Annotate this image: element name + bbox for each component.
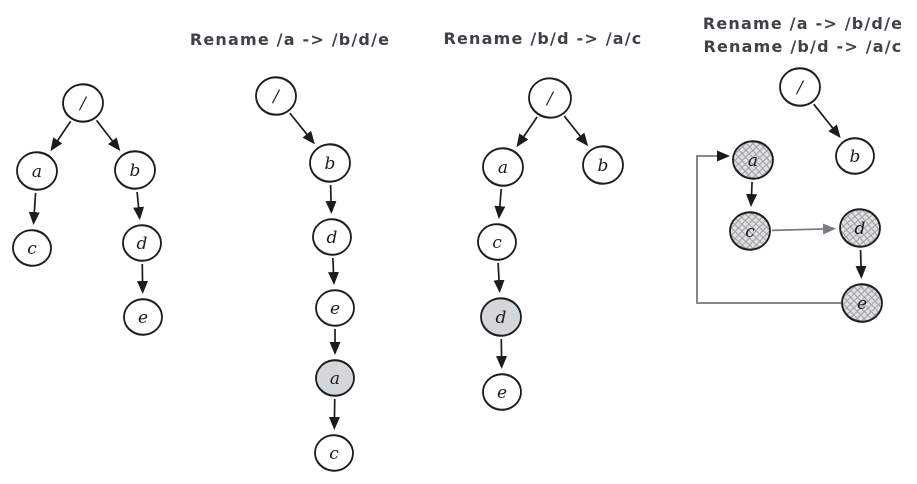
node-rename-bd-to-ac-b: b	[582, 145, 624, 185]
node-label: c	[27, 239, 37, 259]
node-label: d	[496, 308, 507, 328]
edge-c-d	[493, 262, 505, 294]
node-label: c	[492, 233, 502, 253]
diagram-initial-tree: / a b c d e	[12, 83, 163, 336]
node-circle-sketch	[309, 144, 351, 182]
diagram-rename-a-to-bde: Rename /a -> /b/d/e / b d e a c	[190, 30, 390, 472]
node-label: /	[271, 87, 281, 107]
node-rename-a-to-bde-c: c	[314, 434, 354, 472]
node-label: d	[855, 219, 866, 239]
node-label: d	[137, 234, 148, 254]
edge-e-a	[696, 150, 841, 304]
node-circle-sketch	[482, 374, 522, 410]
node-circle-sketch	[839, 209, 881, 247]
node-label: b	[850, 147, 861, 167]
edge-a-c	[28, 192, 40, 226]
edge-b-d	[325, 184, 337, 215]
node-label: /	[795, 78, 805, 98]
diagram-rename-bd-to-ac: Rename /b/d -> /a/c / a b c d e	[443, 29, 642, 411]
node-circle-sketch	[123, 299, 163, 335]
node-circle-sketch	[835, 138, 875, 174]
node-rename-a-to-bde-b: b	[309, 143, 351, 183]
diagram-title: Rename /a -> /b/d/e	[190, 30, 390, 49]
node-label: /	[78, 94, 88, 114]
edge-root-b	[95, 119, 121, 152]
node-initial-tree-c: c	[12, 229, 52, 267]
node-label: a	[748, 151, 758, 171]
node-combined-renames-root: /	[779, 67, 821, 107]
node-rename-bd-to-ac-d: d	[480, 297, 522, 337]
node-circle-sketch	[315, 290, 355, 326]
edge-root-b	[289, 112, 315, 145]
node-label: e	[497, 383, 507, 403]
node-rename-bd-to-ac-e: e	[482, 373, 522, 411]
node-combined-renames-d: d	[839, 208, 881, 248]
diagram-title: Rename /b/d -> /a/c	[443, 29, 642, 48]
node-label: b	[598, 156, 609, 176]
node-label: a	[498, 158, 508, 178]
node-label: c	[745, 222, 755, 242]
node-circle-sketch	[779, 68, 821, 106]
node-circle-sketch	[312, 219, 352, 255]
node-label: d	[327, 228, 338, 248]
edge-d-e	[327, 257, 339, 286]
edge-root-a	[516, 116, 538, 148]
node-circle-sketch	[255, 77, 297, 115]
node-rename-bd-to-ac-c: c	[477, 223, 517, 261]
node-circle-sketch	[480, 298, 522, 336]
edge-d-e	[855, 249, 867, 280]
node-circle-sketch	[732, 141, 774, 179]
node-circle-sketch	[528, 78, 572, 118]
node-rename-bd-to-ac-a: a	[482, 147, 524, 187]
edge-a-c	[494, 188, 506, 220]
node-circle-sketch	[729, 212, 771, 250]
edge-b-d	[133, 191, 145, 221]
diagram-title: Rename /b/d -> /a/c	[703, 37, 902, 56]
node-circle-sketch	[122, 225, 162, 261]
node-circle-sketch	[114, 151, 156, 189]
node-label: b	[325, 154, 336, 174]
node-rename-a-to-bde-a: a	[315, 359, 355, 397]
node-label: /	[545, 89, 555, 109]
node-circle-sketch	[477, 224, 517, 260]
node-circle-sketch	[16, 152, 58, 190]
node-initial-tree-b: b	[114, 150, 156, 190]
node-combined-renames-e: e	[841, 283, 883, 323]
node-label: a	[32, 162, 42, 182]
edge-root-b	[563, 115, 589, 147]
edge-a-c	[746, 181, 758, 208]
node-circle-sketch	[12, 230, 52, 266]
node-combined-renames-b: b	[835, 137, 875, 175]
node-label: a	[330, 369, 340, 389]
node-rename-bd-to-ac-root: /	[528, 77, 572, 119]
node-label: c	[329, 444, 339, 464]
node-label: e	[330, 299, 340, 319]
node-rename-a-to-bde-e: e	[315, 289, 355, 327]
node-combined-renames-c: c	[729, 211, 771, 251]
node-rename-a-to-bde-d: d	[312, 218, 352, 256]
node-circle-sketch	[841, 284, 883, 322]
edge-root-a	[50, 120, 72, 152]
node-circle-sketch	[315, 360, 355, 396]
edge-c-d	[771, 223, 837, 235]
diagram-title: Rename /a -> /b/d/e	[703, 14, 903, 33]
node-circle-sketch	[314, 435, 354, 471]
node-label: e	[138, 308, 148, 328]
node-initial-tree-root: /	[62, 83, 104, 123]
node-circle-sketch	[482, 148, 524, 186]
node-initial-tree-e: e	[123, 298, 163, 336]
node-circle-sketch	[62, 84, 104, 122]
node-combined-renames-a: a	[732, 140, 774, 180]
node-label: b	[130, 161, 141, 181]
edge-root-b	[813, 103, 841, 139]
node-initial-tree-a: a	[16, 151, 58, 191]
node-label: e	[857, 294, 867, 314]
node-initial-tree-d: d	[122, 224, 162, 262]
node-rename-a-to-bde-root: /	[255, 76, 297, 116]
node-circle-sketch	[582, 146, 624, 184]
